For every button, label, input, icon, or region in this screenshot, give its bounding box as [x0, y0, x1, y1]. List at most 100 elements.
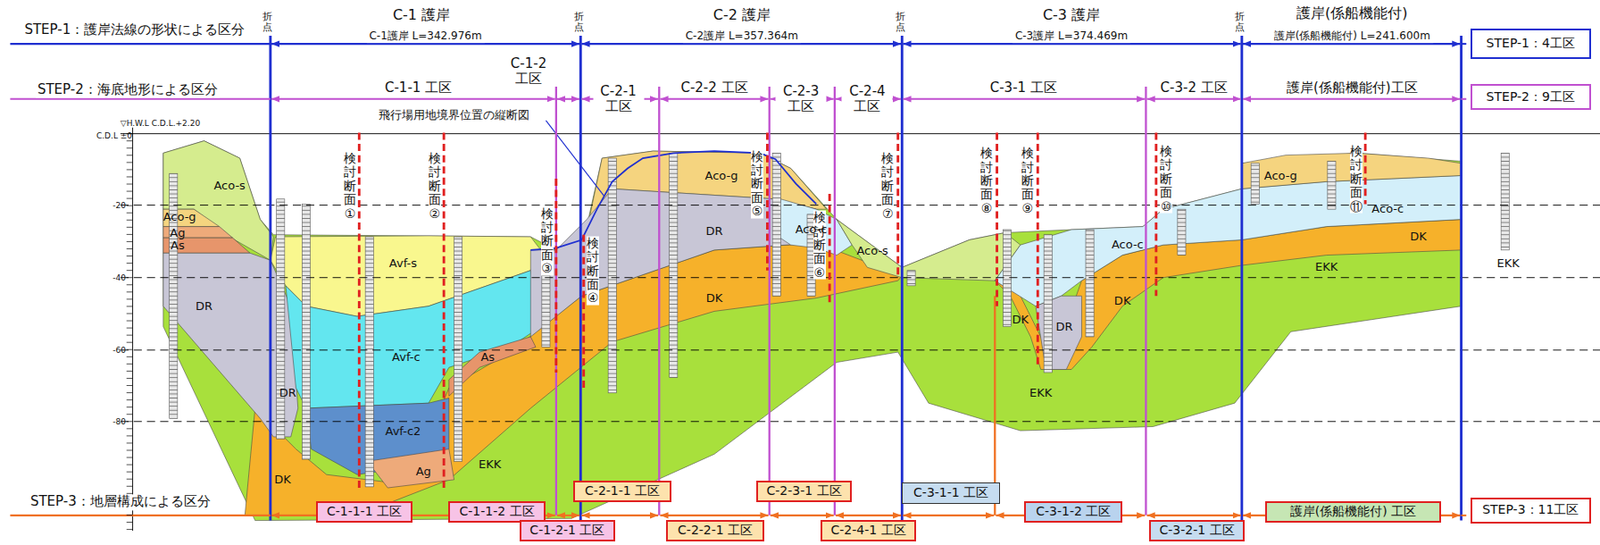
zone-name: 護岸(係船機能付) 工区	[1290, 503, 1417, 520]
drawing-part	[994, 175, 1461, 306]
layer-label: Avf-s	[389, 256, 417, 270]
zone-boundary	[658, 86, 660, 516]
text-label: 護岸(係船機能付) L=241.600m	[1271, 30, 1434, 43]
drawing-part	[276, 199, 285, 439]
step-line	[9, 514, 270, 517]
zone-name: C-1-1-1 工区	[326, 503, 402, 520]
drawing-part	[163, 237, 250, 253]
zone-boundary	[1459, 35, 1463, 521]
section-label: 検討断面②	[428, 151, 442, 221]
dimension-arrow	[581, 42, 901, 45]
text-label: C-1護岸 L=342.976m	[366, 30, 484, 43]
zone-box: C-3-2-1 工区	[1149, 519, 1245, 542]
axis-tick	[126, 434, 134, 436]
section-line	[1154, 133, 1158, 297]
drawing-part	[1500, 152, 1509, 250]
drawing-part	[301, 203, 310, 459]
drawing-part	[163, 141, 274, 261]
section-line	[766, 133, 769, 271]
drawing-part	[1035, 295, 1082, 369]
layer-label: Aco-c	[1371, 202, 1404, 217]
layer-label: EKK	[478, 458, 501, 472]
layer-label: EKK	[1315, 260, 1338, 275]
zone-name: C-2-3-1 工区	[766, 483, 842, 500]
axis-tick	[126, 514, 134, 516]
axis-tick	[126, 384, 134, 386]
axis-tick	[126, 377, 134, 379]
layer-label: DR	[279, 386, 297, 400]
axis-tick	[126, 305, 134, 307]
dimension-arrow	[1242, 42, 1460, 45]
axis-tick	[126, 349, 134, 350]
zone-name: C-2-4-1 工区	[831, 522, 907, 539]
zone-box: C-1-2-1 工区	[519, 519, 615, 542]
axis-tick	[126, 147, 134, 149]
section-label: 検討断面⑤	[750, 149, 764, 218]
zone-boundary	[1240, 35, 1243, 521]
zone-box: C-1-1-2 工区	[448, 500, 546, 523]
zone-box: C-3-1-2 工区	[1024, 500, 1123, 523]
zone-name: C-2-2-1 工区	[677, 522, 753, 539]
layer-label: Avf-c2	[385, 425, 422, 439]
section-label: 検討断面⑩	[1159, 144, 1173, 214]
zone-name: STEP-1：4工区	[1486, 35, 1575, 52]
axis-tick	[126, 420, 134, 422]
layer-label: DK	[1012, 312, 1030, 326]
zone-name: C-3-2-1 工区	[1159, 522, 1235, 539]
axis-tick	[126, 198, 134, 200]
axis-tick	[126, 320, 134, 322]
text-label: 折点	[1234, 11, 1245, 34]
drawing-part	[907, 270, 916, 286]
layer-label: DK	[274, 473, 292, 487]
axis-tick	[126, 457, 134, 459]
text-label: C-2-1 工区	[592, 83, 644, 116]
layer-label: Avf-c	[391, 350, 421, 365]
text-label: C-2-3 工区	[775, 83, 827, 116]
zone-boundary	[555, 86, 558, 516]
text-label: C.D.L ±0	[96, 131, 133, 141]
layer-label: As	[480, 350, 495, 365]
zone-name: STEP-3：11工区	[1482, 501, 1579, 518]
axis-tick	[126, 283, 134, 285]
text-label: C-2護岸 L=357.364m	[683, 30, 801, 43]
axis-tick	[126, 219, 134, 221]
layer-label: Aco-g	[163, 210, 197, 225]
section-label: 検討断面③	[541, 206, 554, 275]
dimension-arrow	[902, 98, 1145, 100]
zone-name: C-3-1-2 工区	[1035, 503, 1111, 520]
layer-label: EKK	[1497, 256, 1520, 270]
layer-label: DR	[195, 299, 213, 313]
zone-box: C-2-4-1 工区	[820, 519, 916, 542]
drawing-part	[1250, 163, 1259, 205]
layer-label: EKK	[1029, 386, 1052, 400]
dimension-arrow	[581, 514, 659, 517]
section-line	[582, 234, 585, 388]
dimension-arrow	[902, 514, 994, 517]
text-label: C-3護岸 L=374.469m	[1012, 30, 1131, 43]
dimension-arrow	[1242, 98, 1460, 100]
layer-label: DK	[1114, 294, 1132, 309]
text-label: -20	[112, 200, 126, 210]
zone-name: STEP-2：9工区	[1486, 89, 1575, 106]
axis-tick	[126, 276, 134, 278]
drawing-part	[836, 219, 902, 278]
axis-tick	[126, 492, 134, 494]
zone-box: 護岸(係船機能付) 工区	[1265, 500, 1442, 523]
axis-tick	[126, 255, 134, 257]
text-label: 護岸(係船機能付)	[1296, 5, 1408, 22]
step-count-box: STEP-2：9工区	[1470, 83, 1592, 111]
axis-tick	[126, 427, 134, 429]
text-label: 折点	[574, 11, 584, 34]
drawing-part	[120, 276, 1600, 278]
drawing-part	[1085, 229, 1094, 337]
dimension-arrow	[1147, 514, 1242, 517]
axis-tick	[126, 183, 134, 185]
drawing-part	[1002, 229, 1011, 327]
text-label: 護岸(係船機能付)工区	[1283, 81, 1421, 97]
section-line	[995, 133, 999, 307]
axis-tick	[126, 356, 134, 358]
axis-tick	[126, 298, 134, 300]
drawing-part	[120, 349, 1600, 350]
text-label: 折点	[262, 11, 273, 34]
layer-label: Aco-s	[856, 244, 888, 259]
